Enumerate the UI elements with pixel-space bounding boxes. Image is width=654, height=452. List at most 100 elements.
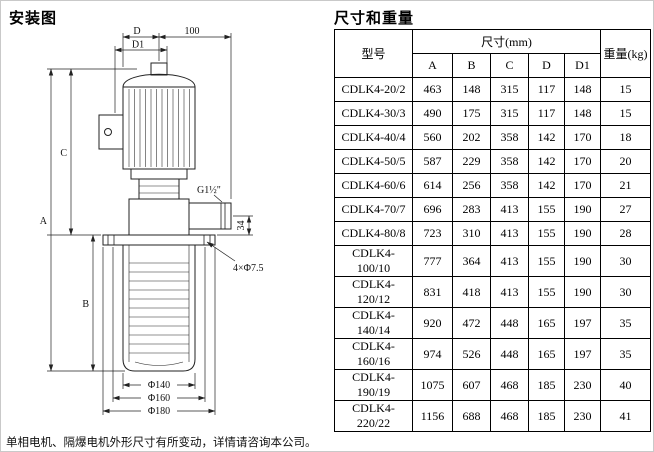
- table-row: CDLK4-140/14 920 472 448 165 197 35: [334, 307, 651, 339]
- label-masks: [141, 379, 177, 416]
- dim-d-cell: 165: [528, 307, 565, 339]
- table-body: CDLK4-20/2 463 148 315 117 148 15 CDLK4-…: [334, 77, 651, 432]
- dim-a-cell: 587: [412, 149, 453, 174]
- coupling: [138, 178, 180, 200]
- model-cell: CDLK4-50/5: [334, 149, 413, 174]
- dim-c-cell: 413: [490, 221, 529, 246]
- table-row: CDLK4-30/3 490 175 315 117 148 15: [334, 101, 651, 126]
- dim-a-cell: 1156: [412, 400, 453, 432]
- dim-d-cell: 155: [528, 245, 565, 277]
- dim-b-cell: 202: [452, 125, 491, 150]
- table-row: CDLK4-160/16 974 526 448 165 197 35: [334, 338, 651, 370]
- dim-label-c: C: [60, 148, 67, 159]
- dim-b-cell: 607: [452, 369, 491, 401]
- model-cell: CDLK4-20/2: [334, 77, 413, 102]
- table-row: CDLK4-190/19 1075 607 468 185 230 40: [334, 369, 651, 401]
- dim-d1-cell: 190: [564, 245, 601, 277]
- terminal-box: [98, 114, 124, 150]
- dim-d1-cell: 190: [564, 197, 601, 222]
- dim-d1-cell: 170: [564, 125, 601, 150]
- dim-label-phi180: Φ180: [148, 406, 170, 417]
- dim-d1-cell: 170: [564, 173, 601, 198]
- cable-entry: [104, 128, 112, 136]
- installation-drawing: D 100 D1 A C B G1½" 34 4×Φ7.5 Φ140 Φ160 …: [40, 26, 264, 417]
- table-row: CDLK4-50/5 587 229 358 142 170 20: [334, 149, 651, 174]
- weight-cell: 15: [600, 77, 651, 102]
- table-row: CDLK4-70/7 696 283 413 155 190 27: [334, 197, 651, 222]
- weight-cell: 41: [600, 400, 651, 432]
- col-header-model: 型号: [334, 29, 413, 78]
- dim-d1-cell: 230: [564, 400, 601, 432]
- table-row: CDLK4-220/22 1156 688 468 185 230 41: [334, 400, 651, 432]
- dim-c-cell: 413: [490, 197, 529, 222]
- dim-b-cell: 364: [452, 245, 491, 277]
- dimension-labels: D 100 D1 A C B G1½" 34 4×Φ7.5 Φ140 Φ160 …: [40, 26, 264, 417]
- dim-b-cell: 229: [452, 149, 491, 174]
- model-cell: CDLK4-40/4: [334, 125, 413, 150]
- dim-a-cell: 920: [412, 307, 453, 339]
- dim-b-cell: 310: [452, 221, 491, 246]
- dim-c-cell: 413: [490, 276, 529, 308]
- dim-d-cell: 155: [528, 276, 565, 308]
- dim-b-cell: 688: [452, 400, 491, 432]
- weight-cell: 40: [600, 369, 651, 401]
- table-row: CDLK4-60/6 614 256 358 142 170 21: [334, 173, 651, 198]
- mounting-holes: [107, 235, 211, 245]
- model-cell: CDLK4-60/6: [334, 173, 413, 198]
- dim-c-cell: 358: [490, 149, 529, 174]
- dim-d-cell: 117: [528, 101, 565, 126]
- dim-c-cell: 468: [490, 369, 529, 401]
- dim-d-cell: 165: [528, 338, 565, 370]
- dim-d1-cell: 197: [564, 338, 601, 370]
- dim-a-cell: 490: [412, 101, 453, 126]
- dimensions-section: 型号 尺寸(mm) 重量(kg) A B C D D1 CDLK4-20/2 4…: [334, 29, 651, 432]
- dim-d1-cell: 230: [564, 369, 601, 401]
- model-cell: CDLK4-140/14: [334, 307, 413, 339]
- weight-cell: 21: [600, 173, 651, 198]
- weight-cell: 15: [600, 101, 651, 126]
- dim-a-cell: 777: [412, 245, 453, 277]
- dim-d1-cell: 148: [564, 77, 601, 102]
- dim-d-cell: 185: [528, 369, 565, 401]
- dim-label-100: 100: [185, 26, 200, 37]
- dimension-lines: [47, 33, 253, 415]
- weight-cell: 30: [600, 276, 651, 308]
- installation-diagram-title: 安装图: [9, 10, 58, 27]
- table-header-row-1: 型号 尺寸(mm) 重量(kg): [334, 29, 651, 78]
- dim-a-cell: 696: [412, 197, 453, 222]
- dim-label-phi160: Φ160: [148, 393, 170, 404]
- dim-a-cell: 560: [412, 125, 453, 150]
- dim-a-cell: 831: [412, 276, 453, 308]
- port-thread-lines: [220, 203, 226, 229]
- dim-a-cell: 723: [412, 221, 453, 246]
- dim-c-cell: 358: [490, 125, 529, 150]
- weight-cell: 30: [600, 245, 651, 277]
- dim-label-d: D: [133, 26, 140, 37]
- dim-d-cell: 185: [528, 400, 565, 432]
- pump-head: [128, 198, 190, 236]
- dim-a-cell: 974: [412, 338, 453, 370]
- thread-leader-line: [213, 194, 223, 203]
- pump-outline: [98, 62, 232, 372]
- model-cell: CDLK4-100/10: [334, 245, 413, 277]
- dim-label-a: A: [40, 216, 48, 227]
- dimensions-table-title: 尺寸和重量: [334, 10, 415, 27]
- barrel-bottom-cap: [134, 361, 184, 366]
- dim-b-cell: 418: [452, 276, 491, 308]
- model-cell: CDLK4-80/8: [334, 221, 413, 246]
- model-cell: CDLK4-30/3: [334, 101, 413, 126]
- dim-d1-cell: 197: [564, 307, 601, 339]
- model-cell: CDLK4-120/12: [334, 276, 413, 308]
- footnote: 单相电机、隔爆电机外形尺寸有所变动，详情请咨询本公司。: [6, 437, 317, 449]
- model-cell: CDLK4-220/22: [334, 400, 413, 432]
- dim-d-cell: 142: [528, 125, 565, 150]
- discharge-port: [188, 202, 232, 230]
- mounting-plate: [102, 234, 216, 246]
- col-header-d: D: [528, 53, 565, 78]
- pump-barrel: [122, 245, 196, 372]
- dim-d1-cell: 148: [564, 101, 601, 126]
- dimensions-table: 型号 尺寸(mm) 重量(kg) A B C D D1 CDLK4-20/2 4…: [334, 29, 651, 432]
- weight-cell: 27: [600, 197, 651, 222]
- dim-d1-cell: 170: [564, 149, 601, 174]
